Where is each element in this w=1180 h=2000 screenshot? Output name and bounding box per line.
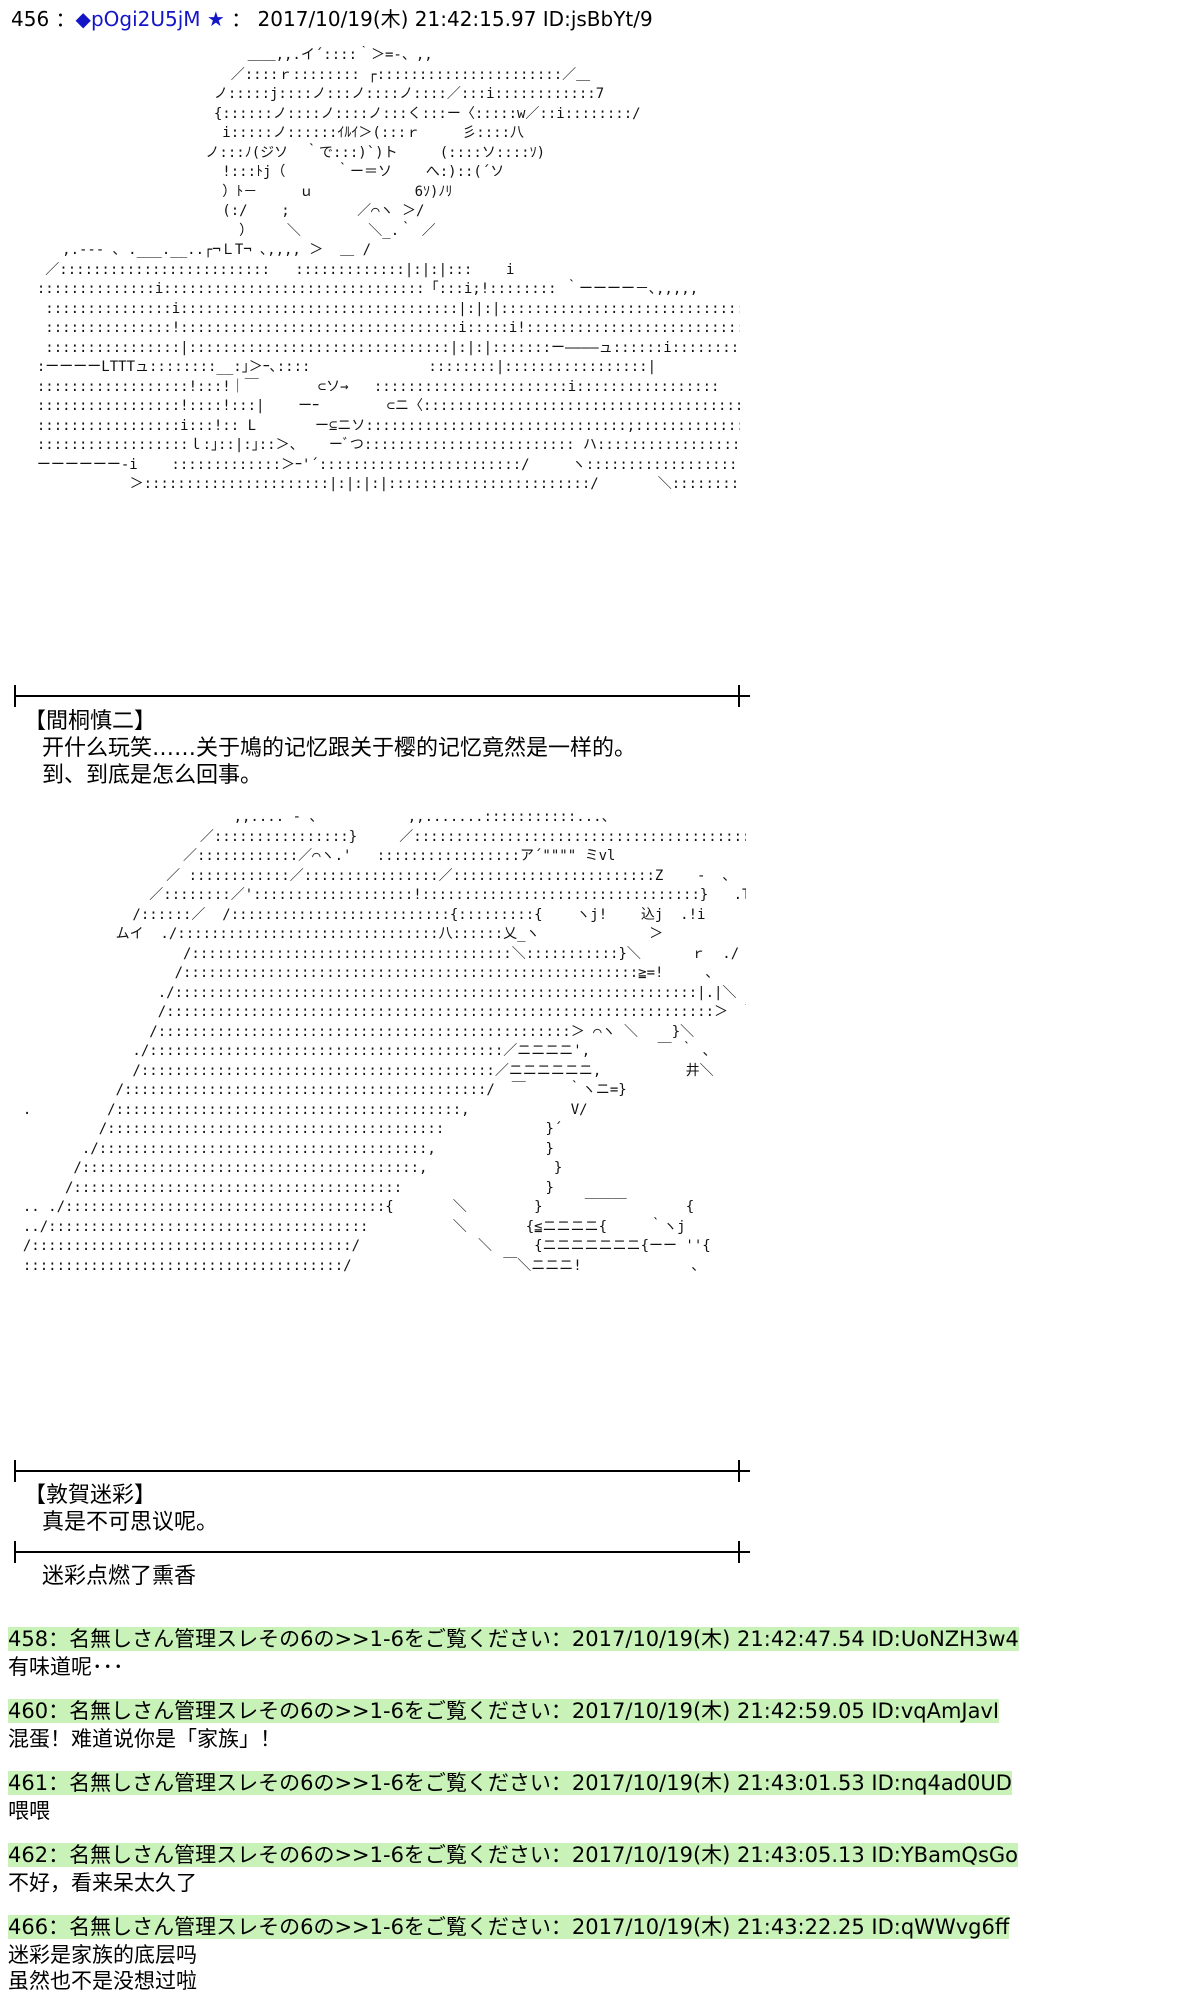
- speaker-name: 【敦賀迷彩】: [24, 1483, 157, 1508]
- reply-body: 有味道呢･･･: [8, 1655, 124, 1679]
- reply-body: 迷彩是家族的底层吗: [8, 1943, 197, 1967]
- divider-rule: [14, 1470, 750, 1472]
- reply-header-text: 462：名無しさん管理スレその6の>>1-6をご覧ください：2017/10/19…: [8, 1843, 1019, 1867]
- divider-tick: [738, 685, 740, 707]
- divider-tick: [14, 1460, 16, 1482]
- divider-tick: [738, 1541, 740, 1563]
- post-number: 456: [11, 7, 50, 31]
- divider-rule: [14, 695, 750, 697]
- diamond-icon: ◆: [75, 7, 91, 31]
- reply-header: 460：名無しさん管理スレその6の>>1-6をご覧ください：2017/10/19…: [8, 1698, 1000, 1725]
- ascii-art-scene2: ,,.... ‐ 、 ,,.......:::::::::::...、 ／:::…: [22, 809, 746, 1274]
- narration-line: 迷彩点燃了熏香: [42, 1564, 197, 1589]
- reply-header: 461：名無しさん管理スレその6の>>1-6をご覧ください：2017/10/19…: [8, 1770, 1012, 1797]
- post-id: ID:jsBbYt/9: [542, 7, 653, 31]
- reply-header-text: 461：名無しさん管理スレその6の>>1-6をご覧ください：2017/10/19…: [8, 1771, 1012, 1795]
- ascii-art-scene1: ＿＿,,.イ´::::｀＞=-、,, ／::::ｒ:::::::: ┌:::::…: [36, 47, 740, 492]
- divider-rule: [14, 1551, 750, 1553]
- reply-header-text: 458：名無しさん管理スレその6の>>1-6をご覧ください：2017/10/19…: [8, 1627, 1019, 1651]
- reply-body: 虽然也不是没想过啦: [8, 1969, 197, 1993]
- separator: ：: [231, 7, 252, 31]
- reply-header-text: 466：名無しさん管理スレその6の>>1-6をご覧ください：2017/10/19…: [8, 1915, 1010, 1939]
- dialogue-line: 真是不可思议呢。: [42, 1510, 219, 1535]
- reply-body: 喂喂: [8, 1799, 50, 1823]
- post-header-456: 456 ：◆pOgi2U5jM ★ ： 2017/10/19(木) 21:42:…: [8, 6, 656, 32]
- reply-body: 混蛋！难道说你是「家族」！: [8, 1727, 281, 1751]
- dialogue-line: 到、到底是怎么回事。: [42, 763, 263, 788]
- star-icon: ★: [206, 7, 225, 31]
- reply-header: 462：名無しさん管理スレその6の>>1-6をご覧ください：2017/10/19…: [8, 1842, 1019, 1869]
- reply-header: 466：名無しさん管理スレその6の>>1-6をご覧ください：2017/10/19…: [8, 1914, 1010, 1941]
- reply-header-text: 460：名無しさん管理スレその6の>>1-6をご覧ください：2017/10/19…: [8, 1699, 1000, 1723]
- divider-tick: [738, 1460, 740, 1482]
- tripcode-link[interactable]: pOgi2U5jM: [90, 7, 201, 31]
- divider-tick: [14, 1541, 16, 1563]
- reply-body: 不好，看来呆太久了: [8, 1871, 197, 1895]
- divider-tick: [14, 685, 16, 707]
- post-date: 2017/10/19(木) 21:42:15.97: [257, 7, 537, 31]
- reply-header: 458：名無しさん管理スレその6の>>1-6をご覧ください：2017/10/19…: [8, 1626, 1019, 1653]
- speaker-name: 【間桐慎二】: [24, 709, 157, 734]
- dialogue-line: 开什么玩笑……关于鳩的记忆跟关于樱的记忆竟然是一样的。: [42, 736, 637, 761]
- separator: ：: [55, 7, 76, 31]
